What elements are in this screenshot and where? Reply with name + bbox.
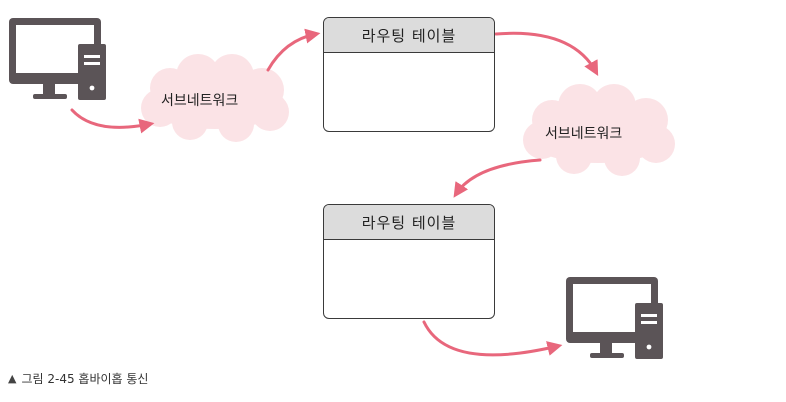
arrow-routing-table-2-to-computer	[422, 320, 563, 357]
routing-table-1-title: 라우팅 테이블	[324, 18, 494, 53]
arrow-subnet-1-to-routing-table-1	[266, 28, 321, 72]
subnetwork-cloud-2	[523, 84, 675, 176]
arrow-subnet-2-to-routing-table-2	[453, 158, 542, 198]
figure-caption: ▲ 그림 2-45 홉바이홉 통신	[8, 370, 148, 387]
routing-table-2: 라우팅 테이블	[323, 204, 495, 319]
arrow-computer-to-subnet-1	[70, 108, 155, 134]
source-computer-icon	[9, 18, 106, 100]
caption-marker: ▲	[8, 372, 17, 385]
subnetwork-label-2: 서브네트워크	[545, 126, 623, 142]
subnetwork-cloud-1	[141, 54, 289, 142]
destination-computer-icon	[566, 277, 663, 359]
caption-text: 그림 2-45 홉바이홉 통신	[21, 372, 149, 386]
routing-table-1: 라우팅 테이블	[323, 17, 495, 132]
routing-table-2-title: 라우팅 테이블	[324, 205, 494, 240]
subnetwork-label-1: 서브네트워크	[161, 93, 239, 109]
arrow-routing-table-1-to-subnet-2	[494, 31, 599, 76]
